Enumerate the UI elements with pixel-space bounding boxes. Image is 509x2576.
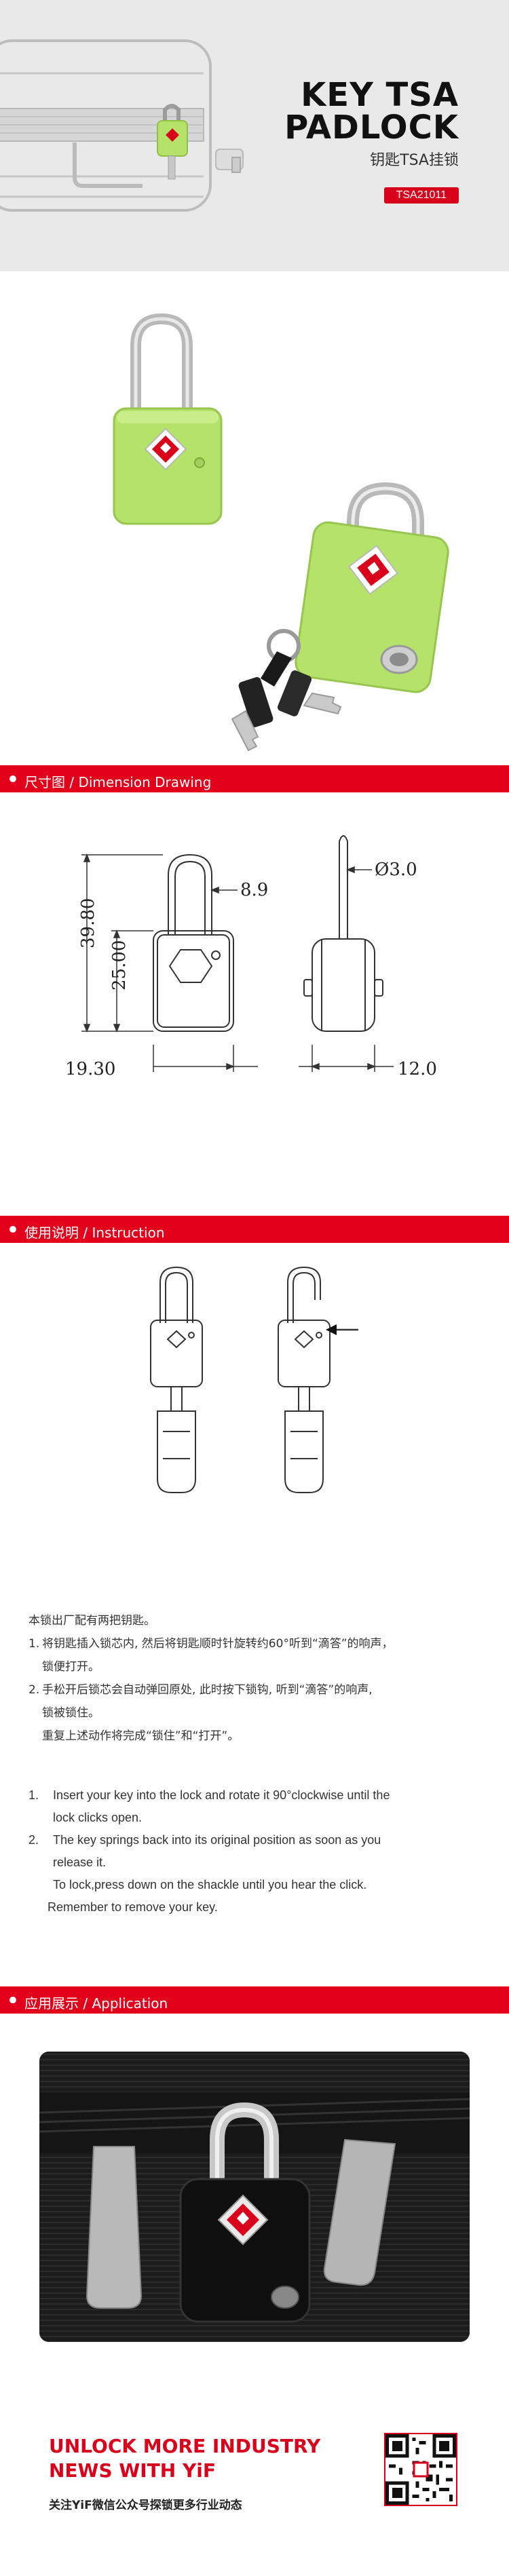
step-text: Insert your key into the lock and rotate…: [53, 1788, 390, 1802]
step-text-continued: lock clicks open.: [53, 1811, 143, 1824]
product-photo: [0, 271, 509, 760]
wechat-follow-text: 关注YiF微信公众号探锁更多行业动态: [49, 2499, 242, 2512]
section-title: 尺寸图 / Dimension Drawing: [24, 774, 212, 790]
section-header-instruction: 使用说明 / Instruction: [0, 1216, 509, 1243]
section-title: 使用说明 / Instruction: [24, 1225, 165, 1241]
section-header-application: 应用展示 / Application: [0, 1986, 509, 2014]
instructions-chinese: 本锁出厂配有两把钥匙。 1. 将钥匙插入锁芯内, 然后将钥匙顺时针旋转约60°听…: [29, 1609, 490, 1748]
step-text-continued: 锁被锁住。: [42, 1706, 100, 1720]
luggage-illustration: [0, 0, 292, 271]
section-header-dimension: 尺寸图 / Dimension Drawing: [0, 765, 509, 792]
bullet-icon: [10, 775, 16, 782]
dim-body-height: 25.00: [109, 940, 130, 991]
instruction-step-1-en: 1. Insert your key into the lock and rot…: [29, 1784, 463, 1807]
instruction-step-1: 1. 将钥匙插入锁芯内, 然后将钥匙顺时针旋转约60°听到“滴答”的响声，: [29, 1632, 490, 1655]
footer: UNLOCK MORE INDUSTRY NEWS WITH YiF 关注YiF…: [0, 2375, 509, 2576]
instruction-step-2-en: 2. The key springs back into its origina…: [29, 1829, 463, 1851]
instruction-diagram: [0, 1262, 509, 1547]
instruction-intro: 本锁出厂配有两把钥匙。: [29, 1614, 155, 1628]
step-text-continued: release it.: [53, 1856, 107, 1869]
dimension-drawing: 39.80 25.00 8.9 19.30 Ø3.0 12.0: [0, 814, 509, 1153]
step-number: 2.: [29, 1833, 39, 1847]
step-number: 1.: [29, 1637, 40, 1651]
qr-code-icon: [385, 2434, 456, 2505]
dim-thickness: 12.0: [398, 1059, 437, 1079]
model-badge: TSA21011: [383, 187, 459, 204]
slogan-line1: UNLOCK MORE INDUSTRY: [49, 2435, 321, 2457]
dim-shackle-diameter: Ø3.0: [375, 860, 417, 880]
product-subtitle: 钥匙TSA挂锁: [370, 152, 459, 169]
step-text: The key springs back into its original p…: [53, 1833, 381, 1847]
section-title: 应用展示 / Application: [24, 1995, 168, 2012]
step-text: 将钥匙插入锁芯内, 然后将钥匙顺时针旋转约60°听到“滴答”的响声，: [42, 1637, 394, 1651]
instruction-repeat: 重复上述动作将完成“锁住”和“打开”。: [42, 1729, 240, 1743]
hero-banner: KEY TSA PADLOCK 钥匙TSA挂锁 TSA21011: [0, 0, 509, 271]
step-number: 2.: [29, 1683, 40, 1697]
dim-width: 19.30: [65, 1059, 115, 1079]
step-text: 手松开后锁芯会自动弹回原处, 此时按下锁钩, 听到“滴答”的响声,: [42, 1683, 373, 1697]
slogan-line2: NEWS WITH YiF: [49, 2459, 216, 2482]
application-photo: [39, 2052, 470, 2342]
instruction-reminder: Remember to remove your key.: [48, 1900, 218, 1914]
padlock-illustration: [113, 313, 449, 752]
instructions-english: 1. Insert your key into the lock and rot…: [29, 1784, 463, 1919]
footer-slogan: UNLOCK MORE INDUSTRY NEWS WITH YiF: [49, 2434, 320, 2483]
product-title-line1: KEY TSA: [301, 76, 459, 114]
bullet-icon: [10, 1226, 16, 1233]
qr-code[interactable]: [384, 2433, 457, 2506]
hero-title-block: KEY TSA PADLOCK 钥匙TSA挂锁 TSA21011: [284, 79, 459, 204]
instruction-step-2: 2. 手松开后锁芯会自动弹回原处, 此时按下锁钩, 听到“滴答”的响声,: [29, 1678, 490, 1702]
dim-total-height: 39.80: [78, 898, 98, 948]
dim-shackle-clearance: 8.9: [240, 880, 268, 900]
bullet-icon: [10, 1997, 16, 2003]
product-title-line2: PADLOCK: [284, 109, 459, 147]
step-number: 1.: [29, 1788, 39, 1802]
step-text-continued: 锁便打开。: [42, 1660, 100, 1674]
step-text-more: To lock,press down on the shackle until …: [53, 1878, 367, 1891]
